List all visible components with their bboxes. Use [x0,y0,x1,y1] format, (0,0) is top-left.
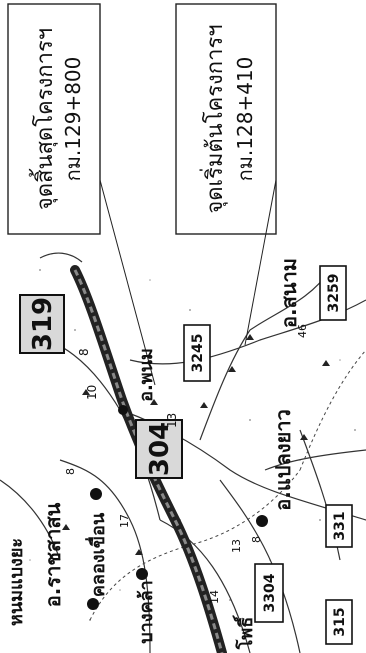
km-marker: 46 [296,324,309,338]
callout-start-leader [244,179,277,346]
callout-end-leader [99,179,156,386]
callout-start-line1: จุดเริ่มต้นโครงการฯ [199,24,228,213]
town-dot-bang-khla [136,568,148,580]
route-shield-304: 304 [135,419,183,479]
town-dot-plaeng-yao [256,515,268,527]
place-bottom-left: โพธิ์ [232,615,257,651]
callout-end-line1: จุดสิ้นสุดโครงการฯ [29,28,58,210]
route-shield-319-label: 319 [28,297,58,351]
route-shield-315: 315 [325,599,353,645]
district-boundary [89,349,366,621]
place-phanom-sarakham: อ.พนม [136,348,157,402]
callout-start [175,3,277,346]
town-dot-ratchasan [90,488,102,500]
minor-road-6 [219,479,301,653]
town-dots [87,488,268,610]
minor-road-12 [39,252,83,263]
km-marker: 17 [118,514,131,528]
road-markers [62,334,330,555]
route-shield-315-label: 315 [332,607,348,636]
km-marker: 13 [230,539,243,553]
minor-road-11 [264,449,366,471]
km-marker: 13 [165,413,179,428]
route-shield-3259: 3259 [319,265,347,321]
minor-road-9 [59,459,151,653]
minor-road-4 [199,329,251,441]
place-khlong-khuean: คลองเขื่อน [85,512,109,597]
place-sanam-chai: อ.สนาม [277,258,301,328]
km-marker: 8 [250,536,263,543]
route-shield-319: 319 [19,294,65,354]
route-shield-331-label: 331 [332,511,348,540]
route-shield-304-label: 304 [145,422,175,476]
km-marker: 10 [85,385,99,400]
km-marker: 14 [208,590,221,604]
minor-road-10 [0,479,61,561]
km-markers: 8 10 13 46 8 17 13 8 14 [64,324,309,604]
junction-point [118,405,128,415]
callout-end [7,3,156,386]
place-ratchasan: อ.ราชสาสน [41,502,65,607]
route-shield-3304: 3304 [254,563,284,623]
town-dot-khlong-khuean [87,598,99,610]
km-marker: 8 [77,348,91,356]
route-shield-331: 331 [325,504,353,548]
place-bang-khla: บางคล้า [136,580,157,644]
callout-end-line2: กม.129+800 [61,57,85,182]
callout-end-box [7,3,101,235]
route-shield-3245: 3245 [183,324,211,382]
callout-start-box [175,3,277,235]
route-shield-3304-label: 3304 [262,573,278,612]
place-plaeng-yao: อ.แปลงยาว [271,409,295,510]
route-shield-3245-label: 3245 [190,334,206,373]
place-top-district: หนมแบงยะ [6,538,27,626]
km-marker: 8 [64,468,77,475]
callout-start-line2: กม.128+410 [233,57,257,182]
route-shield-3259-label: 3259 [326,274,342,313]
